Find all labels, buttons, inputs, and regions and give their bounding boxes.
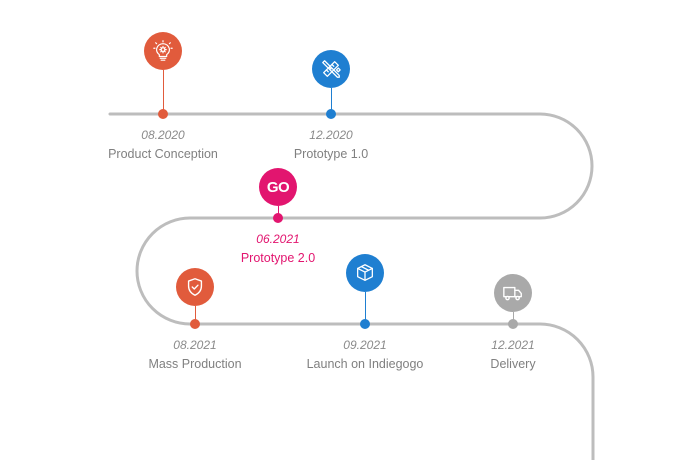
milestone-date: 12.2020 (309, 128, 353, 142)
truck-icon (494, 274, 532, 312)
box-icon (346, 254, 384, 292)
milestone-stem (365, 292, 366, 324)
milestone-stem (278, 206, 279, 218)
milestone-label: Prototype 2.0 (240, 251, 316, 265)
milestone-date: 08.2020 (141, 128, 185, 142)
go-icon-text: GO (266, 178, 290, 196)
timeline-road-line (108, 112, 595, 460)
milestone-stem (195, 306, 196, 324)
milestone-dot (273, 213, 283, 223)
milestone-date: 06.2021 (256, 232, 300, 246)
milestone-dot (508, 319, 518, 329)
shield-check-icon (176, 268, 214, 306)
milestone-stem (513, 312, 514, 324)
milestone-label: Delivery (490, 357, 536, 371)
milestone-date: 08.2021 (173, 338, 217, 352)
milestone-dot (158, 109, 168, 119)
milestone-date: 09.2021 (343, 338, 387, 352)
milestone-label: Mass Production (148, 357, 242, 371)
milestone-stem (163, 70, 164, 114)
milestone-label: Prototype 1.0 (293, 147, 369, 161)
milestone-stem (331, 88, 332, 114)
milestone-date: 12.2021 (491, 338, 535, 352)
milestone-label: Launch on Indiegogo (306, 357, 424, 371)
lightbulb-gear-icon (144, 32, 182, 70)
pencil-ruler-icon (312, 50, 350, 88)
go-icon: GO (259, 168, 297, 206)
milestone-dot (360, 319, 370, 329)
milestone-dot (190, 319, 200, 329)
milestone-label: Product Conception (108, 147, 218, 161)
milestone-dot (326, 109, 336, 119)
